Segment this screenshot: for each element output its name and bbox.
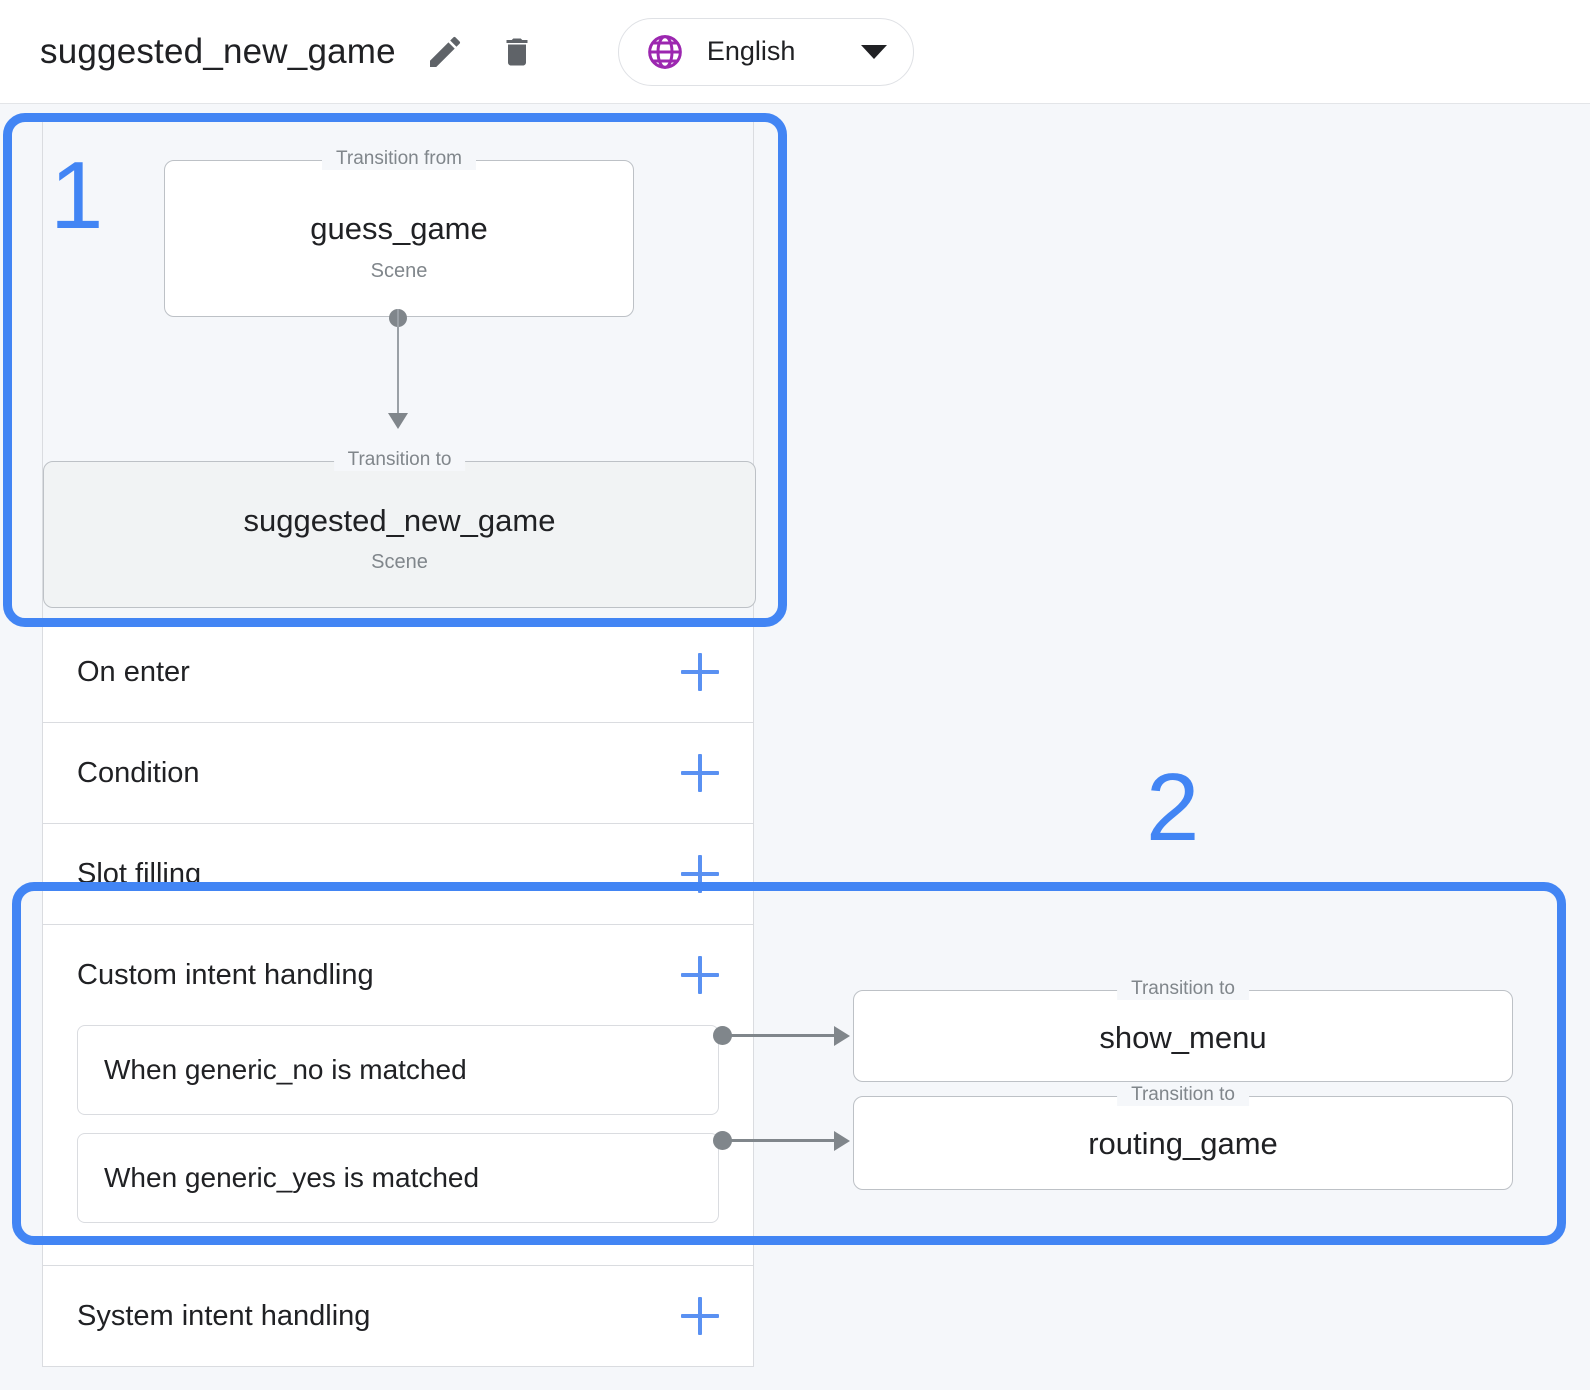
section-condition[interactable]: Condition — [43, 723, 753, 824]
connector-arrow-icon — [834, 1026, 850, 1046]
trash-icon — [499, 32, 535, 72]
section-on-enter[interactable]: On enter — [43, 622, 753, 723]
delete-scene-button[interactable] — [494, 29, 540, 75]
annotation-number-1: 1 — [50, 142, 104, 249]
transition-to-legend: Transition to — [1117, 978, 1249, 1000]
globe-icon — [645, 32, 685, 72]
section-condition-header[interactable]: Condition — [77, 723, 719, 823]
section-slot-filling-label: Slot filling — [77, 857, 202, 890]
chevron-down-icon[interactable] — [860, 44, 887, 59]
add-condition-button[interactable] — [681, 754, 719, 792]
connector-arrow-icon — [388, 413, 408, 429]
edit-scene-button[interactable] — [422, 29, 468, 75]
outgoing-transition-card[interactable]: Transition to show_menu — [853, 978, 1513, 1082]
transition-from-name: guess_game — [310, 211, 488, 246]
section-custom-intent-handling[interactable]: Custom intent handling When generic_no i… — [43, 925, 753, 1266]
section-custom-intent-handling-label: Custom intent handling — [77, 958, 374, 991]
connector-line — [722, 1034, 838, 1037]
scene-detail-panel: Transition from guess_game Scene Transit… — [42, 117, 756, 1367]
connector-line — [397, 309, 399, 421]
transition-to-target: routing_game — [1088, 1126, 1278, 1161]
pencil-icon — [425, 32, 465, 72]
transition-graph: Transition from guess_game Scene Transit… — [43, 117, 756, 622]
transition-from-legend: Transition from — [322, 148, 476, 170]
intent-handler-label: When generic_yes is matched — [104, 1162, 480, 1193]
transition-to-legend: Transition to — [1117, 1084, 1249, 1106]
connector-arrow-icon — [834, 1131, 850, 1151]
transition-to-legend: Transition to — [333, 449, 466, 471]
transition-to-card[interactable]: Transition to suggested_new_game Scene — [43, 449, 756, 608]
section-system-intent-handling-header[interactable]: System intent handling — [77, 1266, 719, 1366]
intent-handler-row[interactable]: When generic_yes is matched — [77, 1133, 719, 1223]
page-title: suggested_new_game — [40, 31, 396, 71]
add-on-enter-button[interactable] — [681, 653, 719, 691]
add-slot-filling-button[interactable] — [681, 855, 719, 893]
scene-header: suggested_new_game — [0, 0, 1590, 104]
section-slot-filling-header[interactable]: Slot filling — [77, 824, 719, 924]
connector-line — [722, 1139, 838, 1142]
section-on-enter-label: On enter — [77, 655, 190, 688]
transition-from-subtitle: Scene — [370, 260, 428, 282]
section-system-intent-handling[interactable]: System intent handling — [43, 1266, 753, 1366]
section-slot-filling[interactable]: Slot filling — [43, 824, 753, 925]
transition-to-name: suggested_new_game — [243, 503, 556, 538]
intent-handler-label: When generic_no is matched — [104, 1054, 467, 1085]
section-condition-label: Condition — [77, 756, 200, 789]
intent-handler-row[interactable]: When generic_no is matched — [77, 1025, 719, 1115]
transition-to-subtitle: Scene — [371, 551, 428, 573]
add-system-intent-button[interactable] — [681, 1297, 719, 1335]
section-system-intent-handling-label: System intent handling — [77, 1299, 371, 1332]
language-label: English — [706, 36, 796, 66]
custom-intent-list: When generic_no is matched When generic_… — [77, 1025, 719, 1265]
language-selector[interactable]: English — [617, 17, 914, 86]
annotation-number-2: 2 — [1146, 754, 1200, 861]
outgoing-transition-card[interactable]: Transition to routing_game — [853, 1084, 1513, 1190]
transition-from-card[interactable]: Transition from guess_game Scene — [164, 148, 634, 317]
section-custom-intent-handling-header[interactable]: Custom intent handling — [77, 925, 719, 1025]
transition-to-target: show_menu — [1099, 1020, 1267, 1055]
section-on-enter-header[interactable]: On enter — [77, 622, 719, 722]
add-custom-intent-button[interactable] — [681, 956, 719, 994]
